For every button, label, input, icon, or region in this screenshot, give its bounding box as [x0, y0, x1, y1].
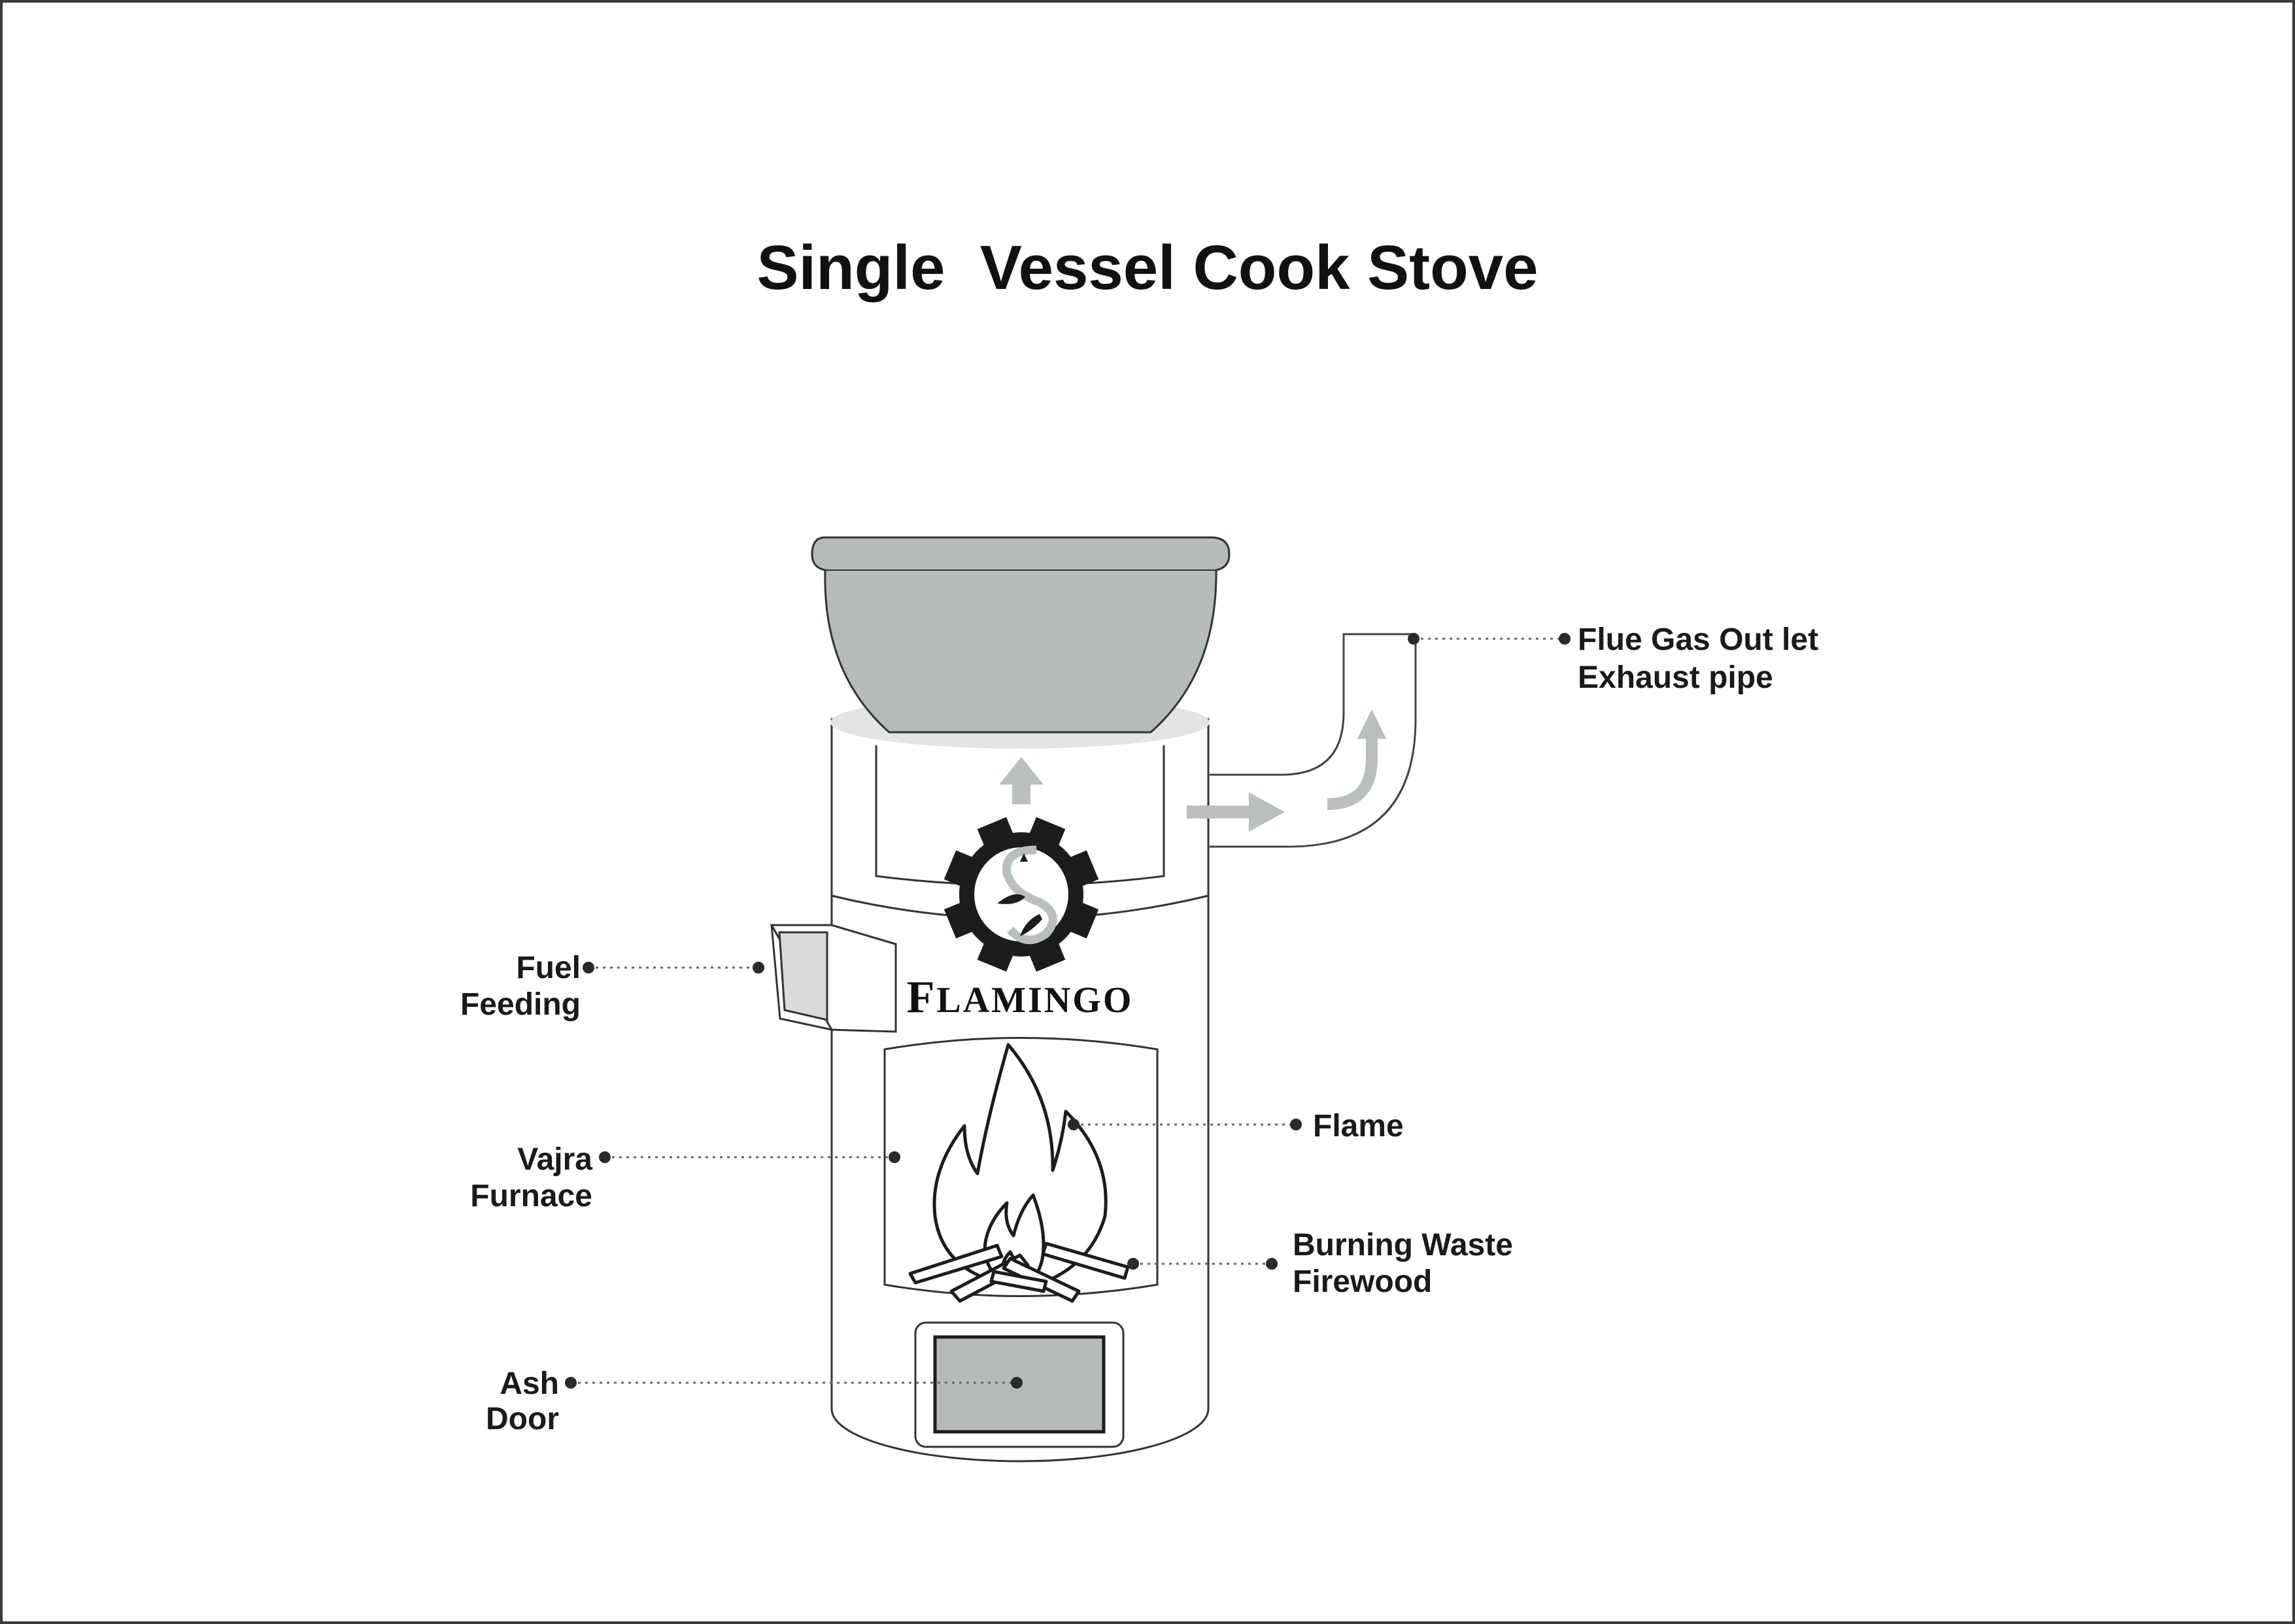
arrow-up-icon	[999, 757, 1044, 804]
label-furnace: Furnace	[470, 1179, 592, 1213]
arrow-curved-up-icon	[1327, 737, 1378, 810]
label-vajra: Vajra	[517, 1142, 592, 1177]
label-flame: Flame	[1313, 1109, 1404, 1143]
label-door: Door	[486, 1402, 559, 1436]
label-exhaust-pipe: Exhaust pipe	[1578, 660, 1773, 695]
label-fuel: Fuel	[516, 951, 581, 985]
label-flue-gas-outlet: Flue Gas Out let	[1578, 622, 1818, 657]
leader-lines	[571, 637, 1565, 1384]
arrow-right-icon	[1187, 792, 1285, 832]
brand-name: FLAMINGO	[907, 972, 1134, 1023]
label-ash: Ash	[500, 1366, 559, 1401]
diagram-title: Single Vessel Cook Stove	[756, 233, 1538, 303]
firewood-icon	[908, 1242, 1130, 1303]
leader-dots	[565, 633, 1571, 1389]
fuel-feeding-chute	[770, 924, 897, 1033]
label-firewood: Firewood	[1293, 1264, 1432, 1299]
gear-logo-icon	[944, 817, 1099, 972]
label-burning-waste: Burning Waste	[1293, 1228, 1513, 1262]
label-feeding: Feeding	[460, 987, 581, 1022]
cooking-vessel	[811, 536, 1231, 734]
